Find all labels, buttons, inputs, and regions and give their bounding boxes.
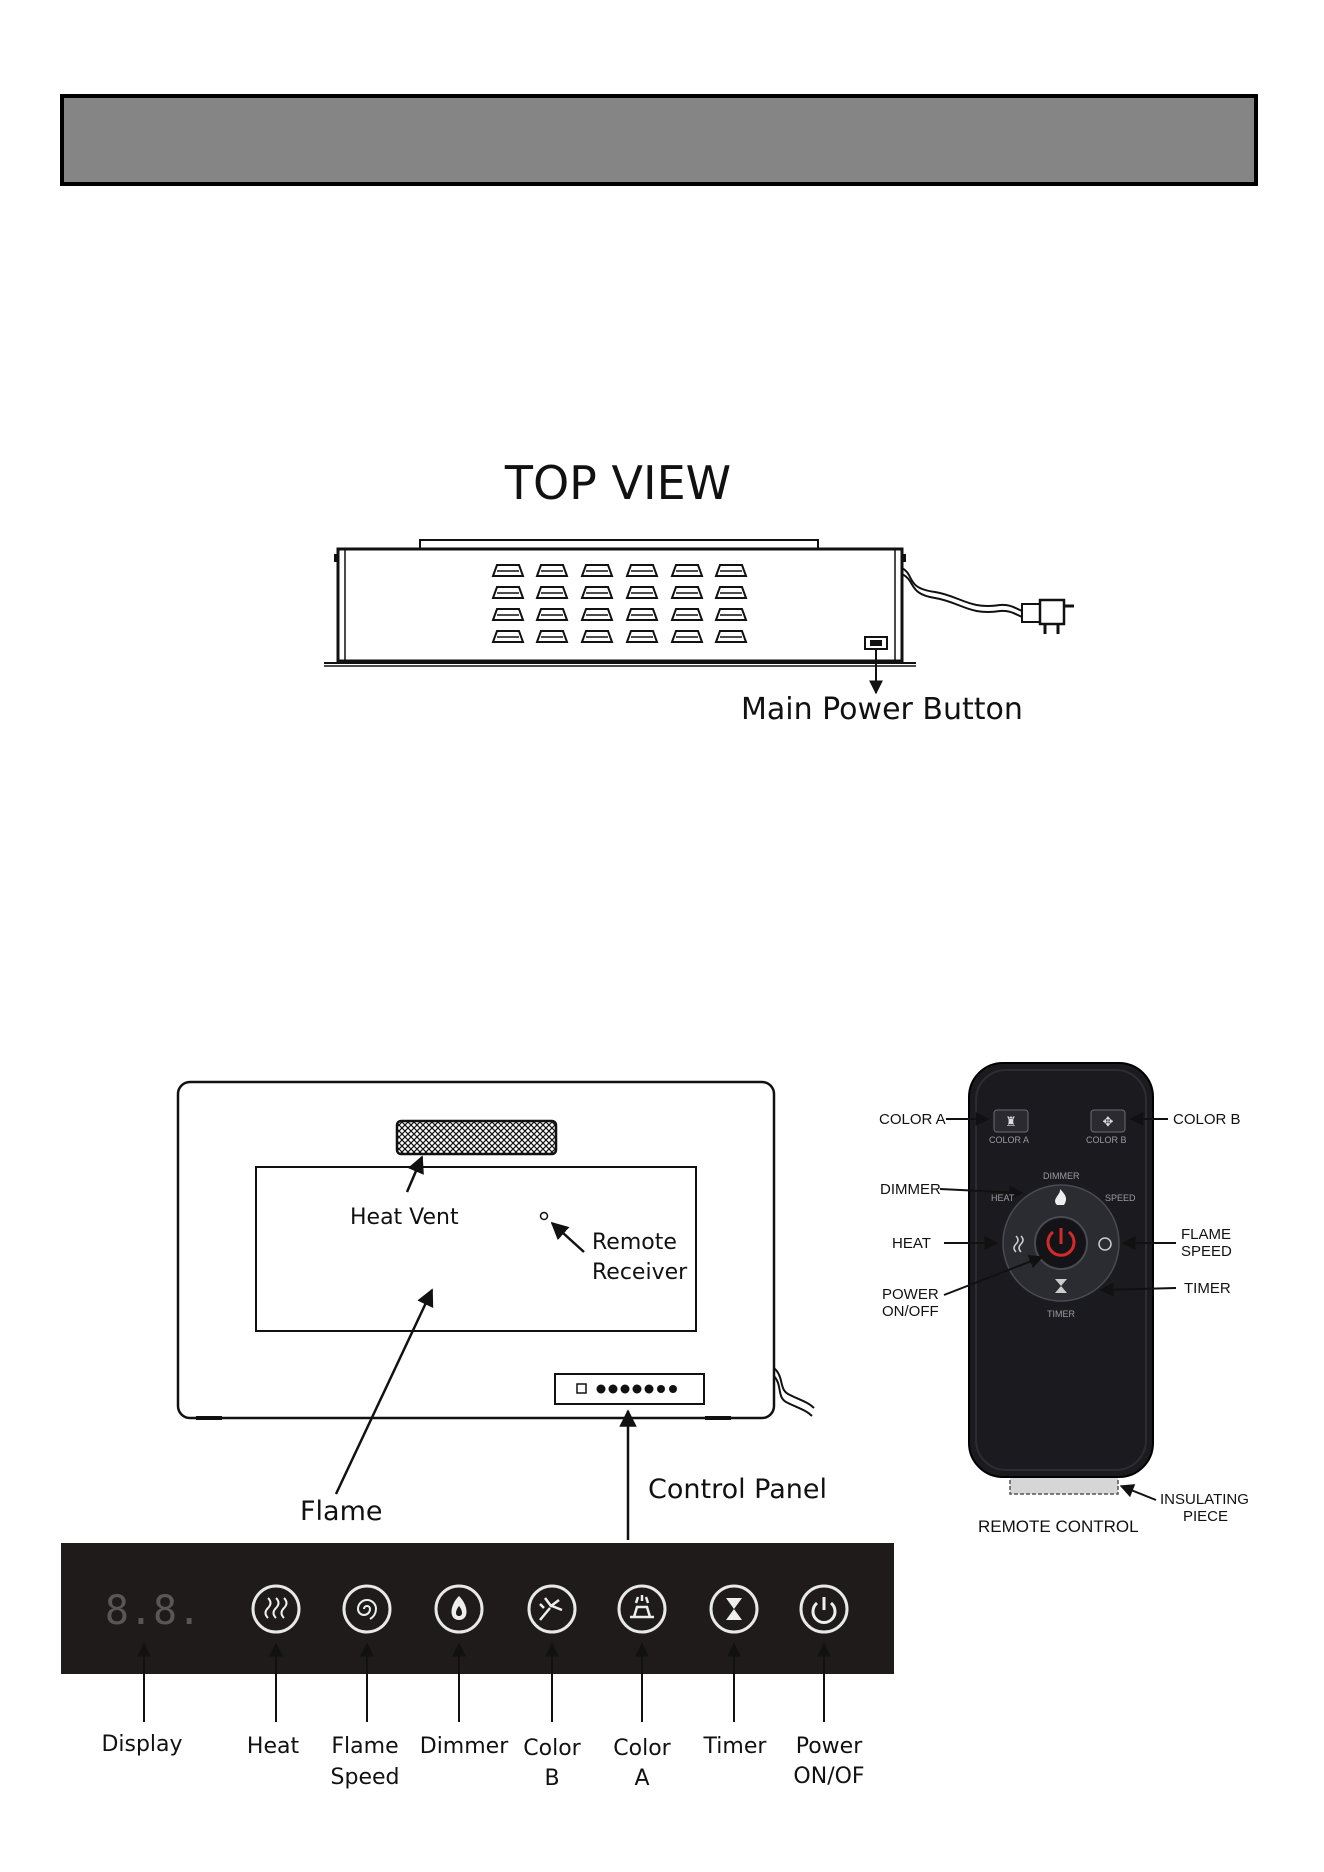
flame-label: Flame (300, 1496, 383, 1527)
remote-heat-callout: HEAT (892, 1235, 931, 1252)
remote-control: ♜ ✥ (969, 1063, 1153, 1494)
timer-label: Timer (685, 1731, 785, 1762)
remote-control-title: REMOTE CONTROL (978, 1518, 1139, 1535)
power-label-line2: ON/OF (779, 1761, 879, 1792)
display-digits: 8.8. (105, 1588, 201, 1634)
panel-button-ring (711, 1586, 757, 1632)
remote-power-callout-line1: POWER (882, 1286, 939, 1303)
panel-button-ring (619, 1586, 665, 1632)
remote-insulating-callout-line1: INSULATING (1160, 1491, 1249, 1508)
remote-timer-callout: TIMER (1184, 1280, 1231, 1297)
remote-color-b-callout: COLOR B (1173, 1111, 1241, 1128)
heat-vent-label: Heat Vent (350, 1202, 459, 1233)
panel-dot (645, 1385, 654, 1394)
front-view-heater (178, 1082, 814, 1418)
remote-flame-speed-callout-line1: FLAME (1181, 1226, 1231, 1243)
display-label: Display (92, 1729, 192, 1760)
svg-text:✥: ✥ (1103, 1114, 1114, 1129)
svg-text:♜: ♜ (1005, 1114, 1017, 1129)
panel-button-ring (529, 1586, 575, 1632)
remote-insulating-callout-line2: PIECE (1183, 1508, 1228, 1525)
panel-dot (669, 1385, 677, 1393)
panel-dot (597, 1385, 606, 1394)
color-b-label-line1: Color (502, 1733, 602, 1764)
panel-dot (633, 1385, 642, 1394)
remote-dimmer-callout: DIMMER (880, 1181, 941, 1198)
panel-dot (609, 1385, 618, 1394)
remote-btn-text-speed: SPEED (1105, 1193, 1136, 1203)
control-panel-label: Control Panel (648, 1474, 827, 1505)
panel-button-ring (436, 1586, 482, 1632)
panel-dot (657, 1385, 665, 1393)
remote-color-a-callout: COLOR A (879, 1111, 946, 1128)
panel-button-ring (344, 1586, 390, 1632)
color-a-label-line1: Color (592, 1733, 692, 1764)
panel-dot (621, 1385, 630, 1394)
remote-btn-text-heat: HEAT (991, 1193, 1014, 1203)
remote-btn-text-dimmer: DIMMER (1043, 1171, 1080, 1181)
heat-label: Heat (223, 1731, 323, 1762)
flame-speed-label-line2: Speed (315, 1762, 415, 1793)
remote-btn-text-color-b: COLOR B (1086, 1135, 1127, 1145)
remote-power-callout-line2: ON/OFF (882, 1303, 939, 1320)
remote-receiver-label-line2: Receiver (592, 1257, 687, 1288)
flame-speed-label-line1: Flame (315, 1731, 415, 1762)
remote-btn-text-timer: TIMER (1047, 1309, 1075, 1319)
dimmer-label: Dimmer (414, 1731, 514, 1762)
top-view-heater (324, 540, 1074, 666)
remote-flame-speed-callout-line2: SPEED (1181, 1243, 1232, 1260)
main-power-button-label: Main Power Button (741, 694, 1023, 725)
color-b-label-line2: B (502, 1763, 602, 1794)
remote-btn-text-color-a: COLOR A (989, 1135, 1029, 1145)
color-a-label-line2: A (592, 1763, 692, 1794)
power-label-line1: Power (779, 1731, 879, 1762)
remote-receiver-label-line1: Remote (592, 1227, 677, 1258)
